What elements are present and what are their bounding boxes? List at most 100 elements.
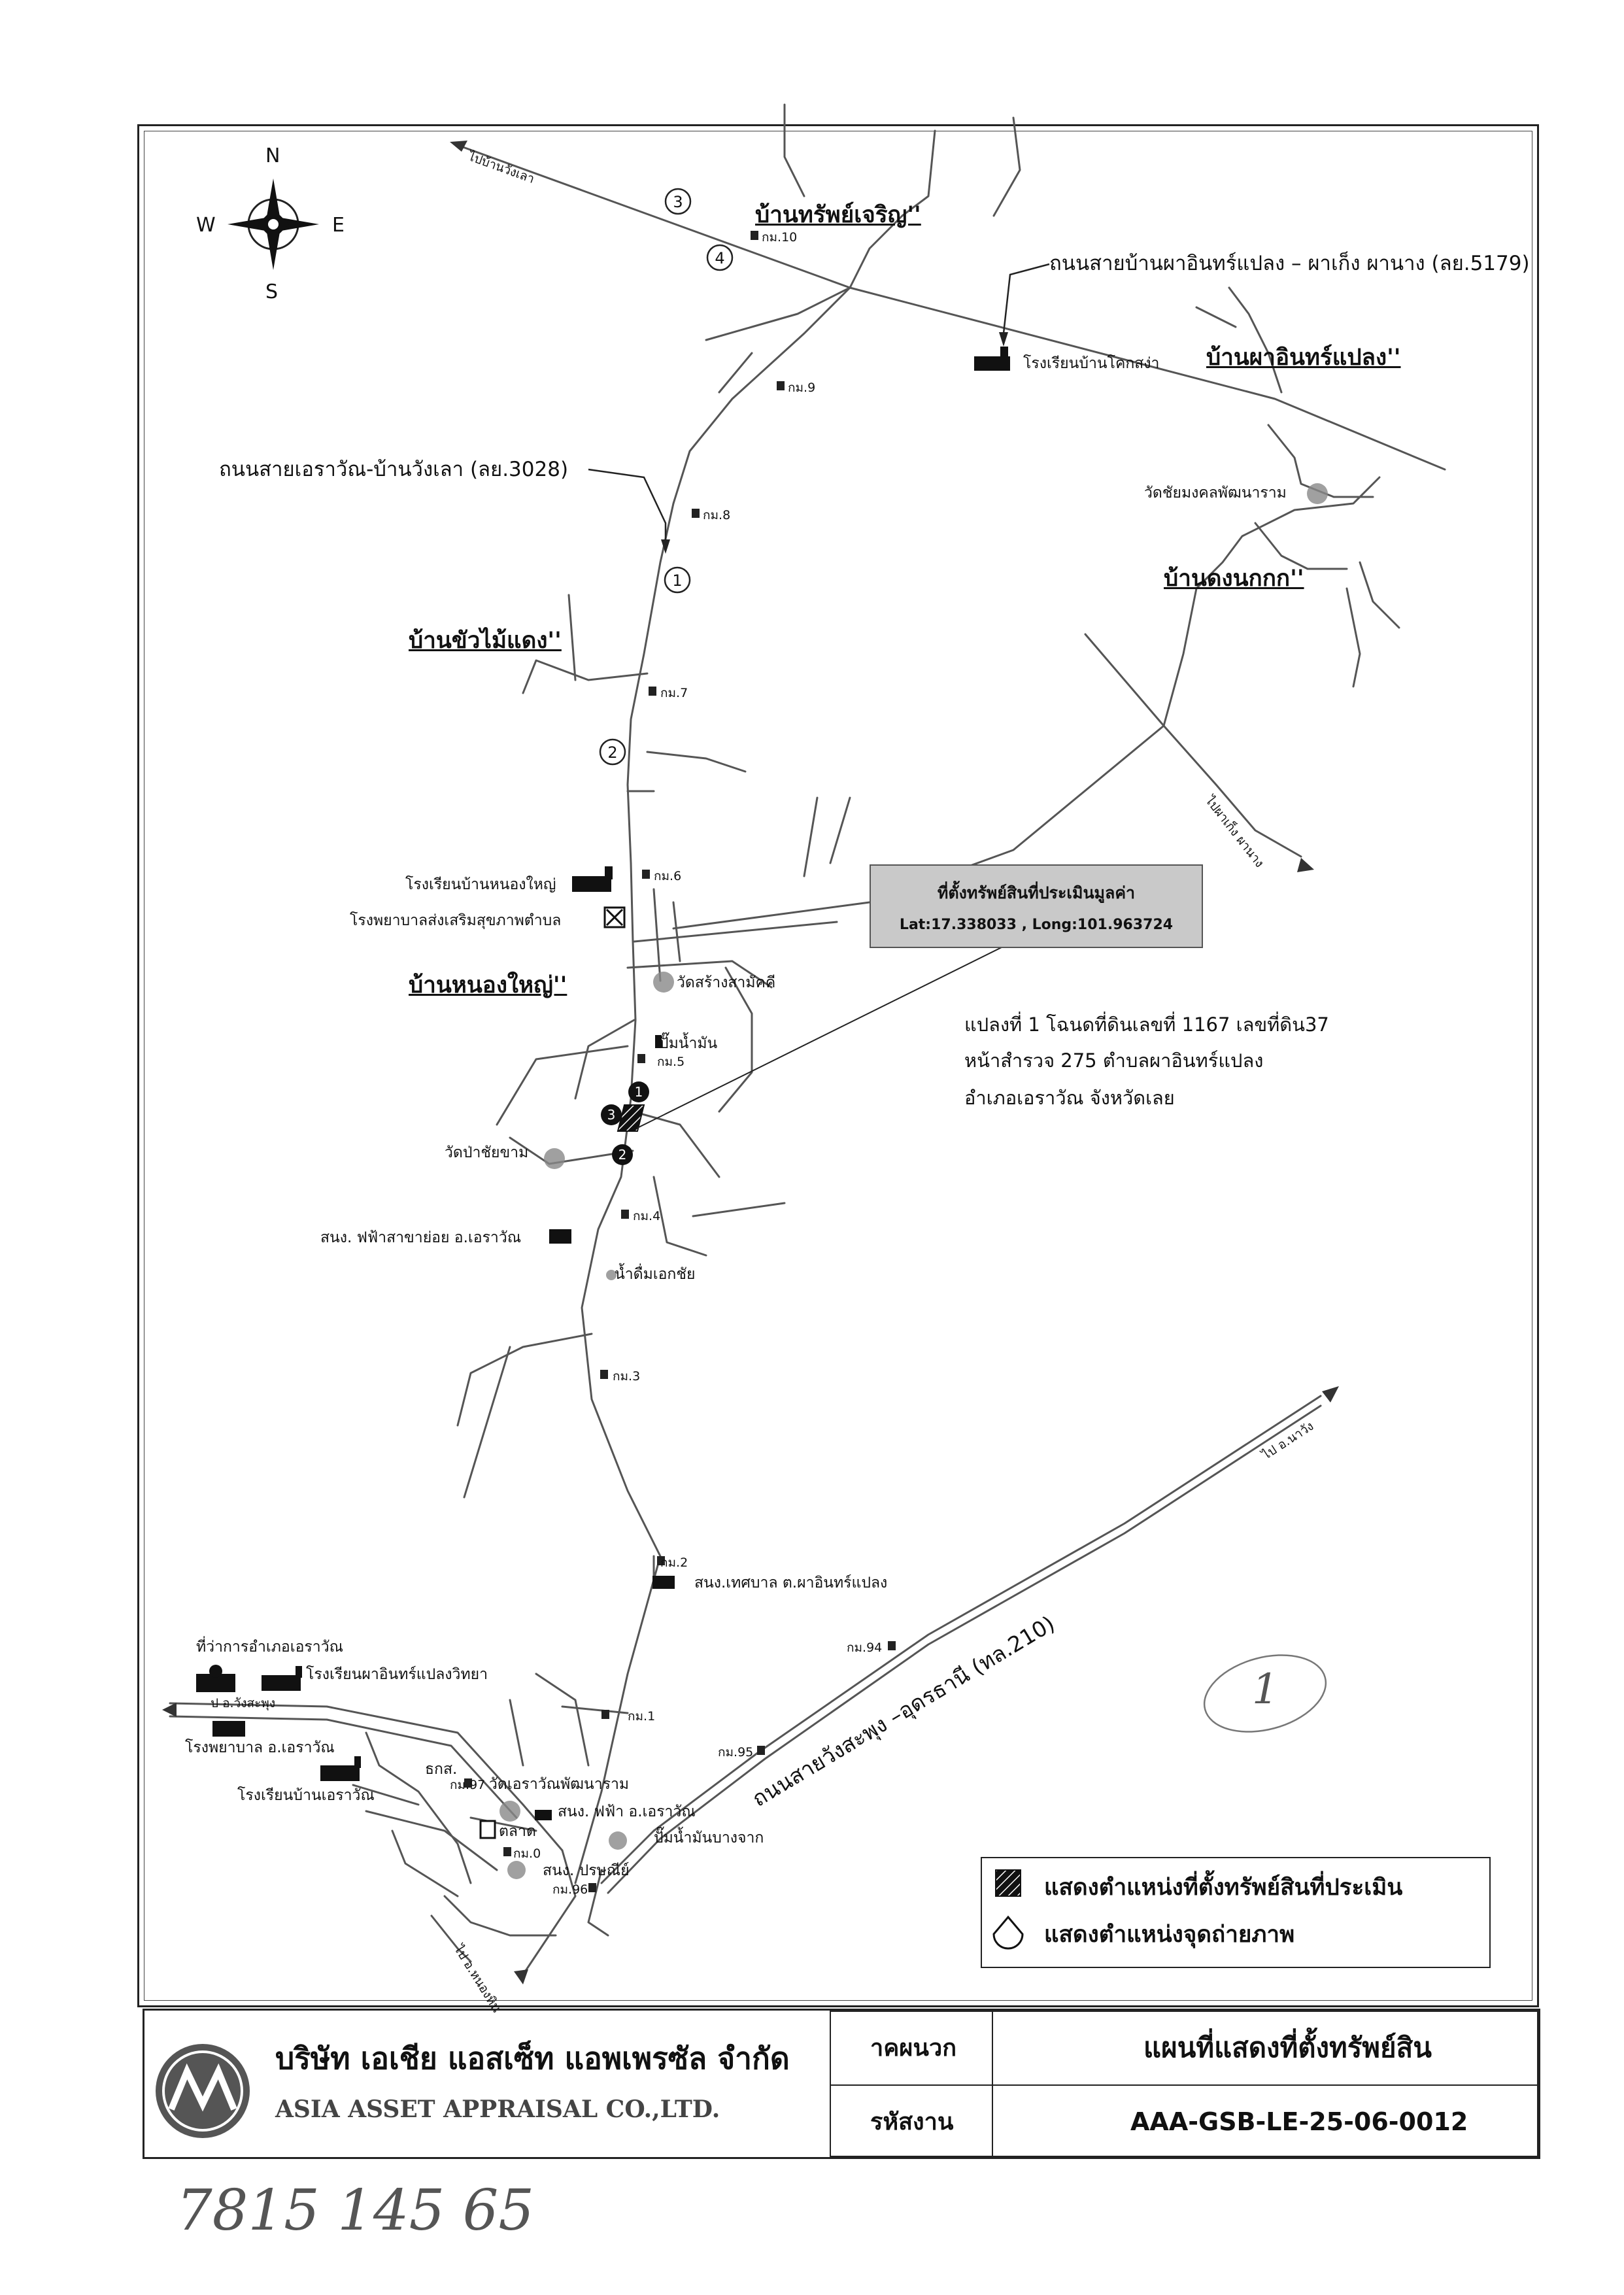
handwritten-bottom-note: 7815 145 65 — [177, 2178, 535, 2243]
callout-title: ที่ตั้งทรัพย์สินที่ประเมินมูลค่า — [937, 883, 1136, 902]
legend-hatch-icon — [995, 1869, 1021, 1897]
code-label-cell: รหัสงาน — [830, 2084, 993, 2157]
attachment-label-cell: าคผนวก — [830, 2011, 993, 2086]
place-wat-pa-chaikham: วัดป่าชัยขาม — [445, 1144, 529, 1161]
attachment-label: าคผนวก — [870, 2035, 957, 2062]
place-water-ekachai: น้ำดื่มเอกชัย — [615, 1266, 696, 1283]
municipal-office-icon — [652, 1576, 675, 1589]
wat-chai-mongkhon-icon — [1307, 483, 1328, 504]
km-marker: กม.95 — [718, 1745, 754, 1760]
km-marker: กม.5 — [657, 1055, 685, 1069]
school-ban-erawan-icon — [320, 1756, 361, 1781]
place-post-office: สนง. ปรษณีย์ — [543, 1862, 630, 1879]
km-marker: กม.6 — [654, 869, 682, 883]
document-title: แผนที่แสดงที่ตั้งทรัพย์สิน — [1143, 2032, 1432, 2064]
arrow-se-icon — [1297, 858, 1314, 872]
village-ban-dong-nok-kok: บ้านดงนกกก'' — [1164, 566, 1304, 592]
code-value: AAA-GSB-LE-25-06-0012 — [1130, 2107, 1468, 2136]
village-ban-khua-mai-daeng: บ้านขัวไม้แดง'' — [409, 628, 562, 654]
photo-point-2: 2 — [612, 1144, 633, 1165]
pea-erawan-icon — [535, 1810, 552, 1820]
compass-s: S — [265, 280, 279, 303]
school-khok-sa-icon — [974, 347, 1010, 371]
district-office-icon — [196, 1665, 235, 1692]
place-district-office: ที่ว่าการอำเภอเอราวัณ — [196, 1639, 343, 1656]
svg-text:4: 4 — [715, 249, 724, 267]
company-name-en: ASIA ASSET APPRAISAL CO.,LTD. — [275, 2096, 720, 2123]
map-frame — [137, 124, 1539, 2007]
compass-n: N — [265, 144, 280, 167]
title-block: บริษัท เอเชีย แอสเซ็ท แอพเพรซัล จำกัด AS… — [143, 2009, 1540, 2159]
hospital-erawan-icon — [212, 1721, 245, 1737]
svg-text:2: 2 — [607, 743, 617, 762]
road-3028-label: ถนนสายเอราวัณ-บ้านวังเลา (ลย.3028) — [219, 458, 569, 481]
pea-substation-icon — [549, 1229, 571, 1244]
arrow-nw-icon — [450, 141, 467, 152]
school-nong-yai-icon — [572, 866, 613, 892]
place-gas-bangchak: ปั๊มน้ำมันบางจาก — [654, 1829, 764, 1846]
school-pha-in-wittaya-icon — [262, 1666, 302, 1691]
place-hospital-tambon: โรงพยาบาลส่งเสริมสุขภาพตำบล — [350, 912, 562, 929]
km-marker: กม.7 — [660, 686, 688, 700]
company-name-th: บริษัท เอเชีย แอสเซ็ท แอพเพรซัล จำกัด — [275, 2041, 790, 2076]
legend-symbols — [992, 1869, 1024, 1950]
place-wat-chai-mongkhon: วัดชัยมงคลพัฒนาราม — [1144, 484, 1287, 502]
km-marker: กม.1 — [628, 1709, 656, 1724]
place-hospital-erawan: โรงพยาบาล อ.เอราวัณ — [185, 1739, 335, 1756]
km-marker: กม.3 — [613, 1369, 641, 1384]
svg-text:3: 3 — [673, 193, 683, 211]
road-to-pha-kaeng — [1162, 724, 1302, 858]
code-label: รหัสงาน — [870, 2109, 954, 2135]
arrow-w-icon — [162, 1703, 177, 1717]
compass-e: E — [332, 214, 345, 237]
property-callout: ที่ตั้งทรัพย์สินที่ประเมินมูลค่า Lat:17.… — [870, 864, 1203, 948]
km-marker: กม.96 — [552, 1882, 588, 1897]
wat-pa-chaikham-icon — [544, 1148, 565, 1169]
place-school-ban-erawan: โรงเรียนบ้านเอราวัณ — [237, 1787, 375, 1804]
place-pea-substation: สนง. ฟฟ้าสาขาย่อย อ.เอราวัณ — [320, 1229, 522, 1246]
village-ban-nong-yai: บ้านหนองใหญ่'' — [409, 972, 567, 998]
place-school-khok-sa: โรงเรียนบ้านโคกสง่า — [1023, 355, 1160, 372]
km-marker: กม.4 — [633, 1209, 661, 1223]
parcel-info-line1: แปลงที่ 1 โฉนดที่ดินเลขที่ 1167 เลขที่ดิ… — [964, 1013, 1329, 1036]
label-to-wang-saphung: ป อ.วังสะพุง — [211, 1696, 276, 1710]
photo-point-1: 1 — [628, 1081, 649, 1102]
arrow-ne-icon — [1322, 1386, 1339, 1402]
wat-sang-samakkhi-icon — [653, 972, 674, 993]
svg-text:3: 3 — [607, 1107, 616, 1123]
parcel-info-line3: อำเภอเอราวัณ จังหวัดเลย — [964, 1087, 1175, 1109]
km-marker: กม.97 — [450, 1778, 486, 1792]
handwritten-circle-mark — [1203, 1654, 1327, 1733]
km-marker: กม.2 — [660, 1556, 688, 1570]
road-5179-pointer — [1002, 263, 1050, 334]
svg-text:1: 1 — [672, 571, 682, 590]
place-gas-station: ปั๊มน้ำมัน — [659, 1035, 718, 1052]
legend-property-location: แสดงตำแหน่งที่ตั้งทรัพย์สินที่ประเมิน — [1044, 1875, 1403, 1901]
photo-point-3: 3 — [601, 1104, 622, 1125]
parcel-info-line2: หน้าสำรวจ 275 ตำบลผาอินทร์แปลง — [964, 1049, 1264, 1072]
document-title-cell: แผนที่แสดงที่ตั้งทรัพย์สิน — [992, 2011, 1538, 2086]
property-location-marker — [617, 941, 1014, 1132]
place-wat-sang-samakkhi: วัดสร้างสามัคคี — [677, 974, 776, 991]
market-icon — [479, 1820, 496, 1839]
village-ban-pha-in-plaeng: บ้านผาอินทร์แปลง'' — [1206, 345, 1401, 371]
village-ban-sap-charoen: บ้านทรัพย์เจริญ'' — [755, 202, 921, 228]
place-school-pha-in-wittaya: โรงเรียนผาอินทร์แปลงวิทยา — [306, 1666, 488, 1683]
photo-point-2-north: 2 — [599, 738, 626, 766]
km-marker: กม.8 — [703, 508, 731, 522]
gas-bangchak-icon — [609, 1831, 627, 1850]
km-marker: กม.94 — [847, 1640, 883, 1655]
svg-text:2: 2 — [618, 1147, 627, 1163]
legend: แสดงตำแหน่งที่ตั้งทรัพย์สินที่ประเมิน แส… — [981, 1857, 1491, 1968]
road-210 — [600, 1395, 1322, 1884]
place-wat-erawan: วัดเอราวัณพัฒนาราม — [489, 1776, 630, 1793]
road-5179 — [456, 144, 1446, 471]
place-municipal-office: สนง.เทศบาล ต.ผาอินทร์แปลง — [694, 1574, 888, 1591]
photo-point-3-north: 3 — [664, 188, 692, 215]
legend-photo-point-icon — [992, 1915, 1024, 1950]
road-3028-pointer — [588, 468, 667, 543]
water-icon — [606, 1270, 617, 1280]
company-logo-icon — [156, 2044, 250, 2138]
post-office-icon — [507, 1861, 526, 1879]
